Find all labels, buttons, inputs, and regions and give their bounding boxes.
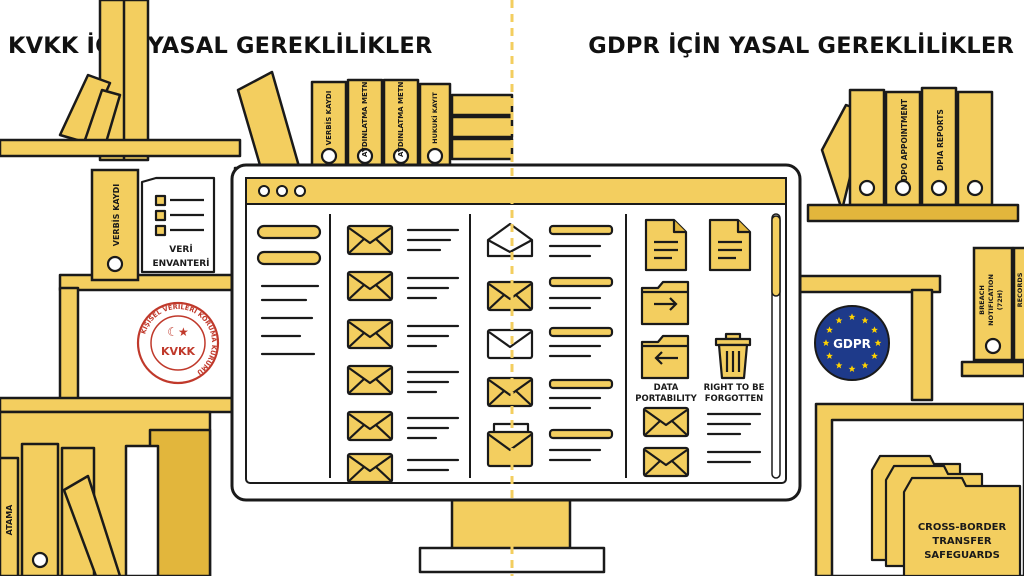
binder-label-hukuki: HUKUKİ KAYIT bbox=[430, 92, 439, 144]
envelope-icon[interactable] bbox=[346, 224, 394, 256]
kvkk-title: KVKK İÇİN YASAL GEREKLİLİKLER bbox=[8, 33, 433, 59]
window-sidebar bbox=[256, 224, 322, 356]
cross-border-label-1: CROSS-BORDER bbox=[918, 522, 1007, 533]
veri-envanteri-label-2: ENVANTERİ bbox=[152, 258, 209, 269]
sidebar-button-1[interactable] bbox=[256, 224, 322, 240]
sidebar-button-2[interactable] bbox=[256, 250, 322, 266]
kvkk-binder-labels: VERBİS KAYDI AYDINLATMA METNİ AYDINLATMA… bbox=[324, 79, 439, 157]
binder-label-dpia: DPIA REPORTS bbox=[936, 109, 945, 171]
envelope-icon[interactable] bbox=[346, 410, 394, 442]
open-envelope-icon[interactable] bbox=[486, 222, 534, 258]
monitor: DATA PORTABILITY RIGHT TO BE FORGOTTEN bbox=[230, 163, 802, 574]
kvkk-binder-side bbox=[90, 168, 140, 282]
binder-label-dpo: DPO APPOINTMENT bbox=[900, 98, 909, 181]
window-control-dot-1[interactable] bbox=[258, 185, 270, 197]
window-title-bar bbox=[245, 177, 787, 205]
binder-label-aydinlatma-2: AYDINLATMA METNİ bbox=[396, 79, 405, 157]
kvkk-shelving bbox=[0, 0, 247, 576]
trash-bin-icon[interactable] bbox=[714, 332, 752, 380]
kvkk-seal-center: KVKK bbox=[161, 345, 196, 358]
envelope-icon[interactable] bbox=[642, 446, 690, 478]
rights-panel: DATA PORTABILITY RIGHT TO BE FORGOTTEN bbox=[635, 213, 781, 479]
envelope-icon[interactable] bbox=[486, 280, 534, 312]
envelope-icon[interactable] bbox=[346, 270, 394, 302]
cross-border-label-2: TRANSFER bbox=[932, 536, 991, 547]
veri-envanteri-document bbox=[140, 176, 216, 274]
kvkk-seal: KİŞİSEL VERİLERİ KORUMA KURUMU ☾★ KVKK bbox=[136, 301, 220, 385]
envelope-icon[interactable] bbox=[346, 364, 394, 396]
cross-border-folders bbox=[870, 454, 1022, 576]
data-portability-folder-icon[interactable] bbox=[640, 334, 690, 380]
gdpr-title: GDPR İÇİN YASAL GEREKLİLİKLER bbox=[588, 33, 1014, 59]
binder-label-aydinlatma-1: AYDINLATMA METNİ bbox=[360, 79, 369, 157]
cross-border-label-3: SAFEGUARDS bbox=[924, 550, 1000, 561]
binder-label-breach-2: NOTIFICATION bbox=[987, 274, 995, 326]
export-folder-icon[interactable] bbox=[640, 280, 690, 326]
binder-label-breach-3: (72H) bbox=[996, 290, 1004, 310]
envelope-icon[interactable] bbox=[346, 318, 394, 350]
binder-label-breach-1: BREACH bbox=[978, 285, 986, 315]
envelope-icon[interactable] bbox=[486, 328, 534, 360]
gdpr-binder-breach bbox=[972, 246, 1024, 362]
gdpr-badge-text: GDPR bbox=[833, 337, 871, 351]
binder-label-verbis: VERBİS KAYDI bbox=[324, 91, 333, 146]
gdpr-binder-labels: DPO APPOINTMENT DPIA REPORTS bbox=[900, 98, 945, 181]
right-to-be-forgotten-label-1: RIGHT TO BE bbox=[704, 383, 765, 393]
veri-envanteri-label-1: VERİ bbox=[169, 244, 192, 255]
window-scrollbar-thumb[interactable] bbox=[771, 215, 781, 297]
binder-label-atama: ATAMA bbox=[5, 504, 14, 536]
envelope-icon[interactable] bbox=[346, 452, 394, 484]
window-control-dot-2[interactable] bbox=[276, 185, 288, 197]
window-control-dot-3[interactable] bbox=[294, 185, 306, 197]
crescent-star-icon: ☾★ bbox=[167, 325, 189, 339]
envelope-icon[interactable] bbox=[642, 406, 690, 438]
message-list-kvkk bbox=[346, 224, 460, 484]
gdpr-eu-badge: GDPR bbox=[814, 305, 890, 381]
message-list-gdpr bbox=[486, 222, 614, 468]
letter-envelope-icon[interactable] bbox=[486, 422, 534, 468]
binder-label-records: RECORDS bbox=[1016, 272, 1024, 307]
document-icon[interactable] bbox=[644, 218, 688, 272]
data-portability-label-1: DATA bbox=[654, 383, 679, 393]
document-icon[interactable] bbox=[708, 218, 752, 272]
kvkk-binders-bottom bbox=[0, 442, 160, 576]
data-portability-label-2: PORTABILITY bbox=[635, 394, 697, 404]
envelope-icon[interactable] bbox=[486, 376, 534, 408]
right-to-be-forgotten-label-2: FORGOTTEN bbox=[705, 394, 764, 404]
binder-label-verbis-side: VERBİS KAYDI bbox=[111, 184, 121, 246]
